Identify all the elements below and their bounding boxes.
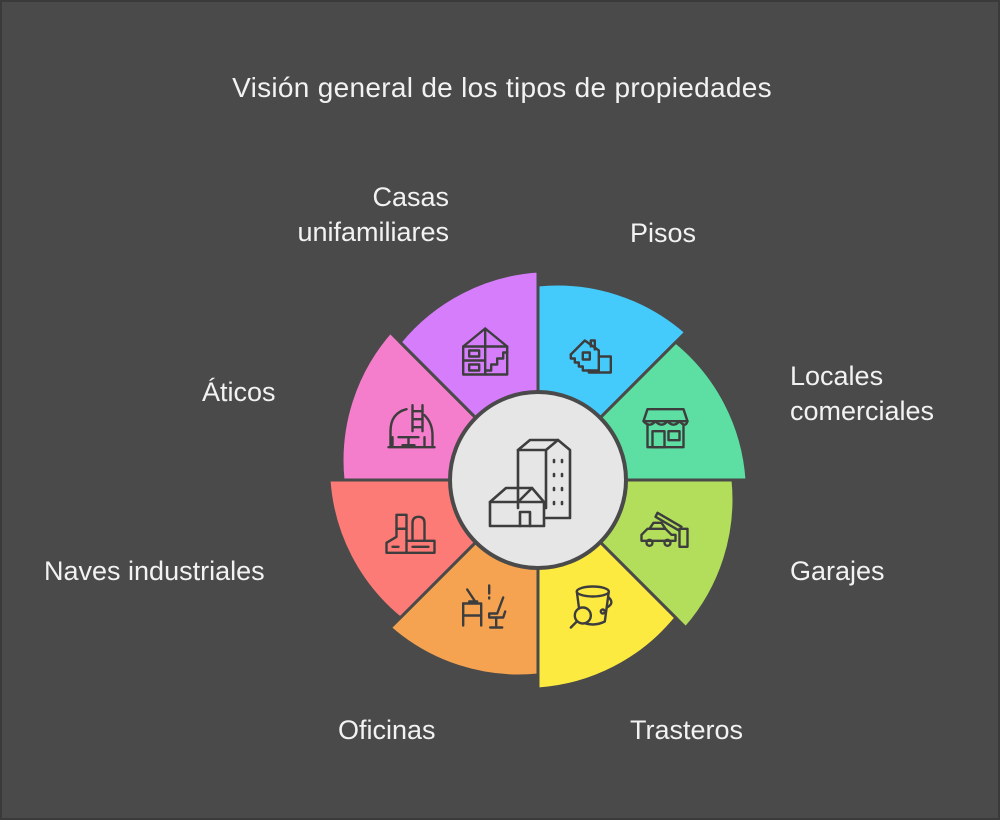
bucket-search-icon [569,585,613,629]
attic-icon [387,403,436,449]
factory-icon [385,513,436,555]
label-oficinas: Oficinas [338,715,436,745]
house-floorplan-icon [461,327,509,376]
label-locales-comerciales: Locales comerciales [790,361,935,426]
label-naves-industriales: Naves industriales [44,556,265,586]
buildings-icon [488,438,572,528]
label-casas-unifamiliares: Casas unifamiliares [297,182,449,247]
label-trasteros: Trasteros [630,715,744,745]
label-aticos: Áticos [202,377,276,407]
house-stairs-icon [569,339,613,374]
label-garajes: Garajes [790,556,885,586]
center-hub [448,390,628,570]
desk-chair-icon [461,584,507,629]
car-barrier-icon [640,511,689,549]
label-pisos: Pisos [630,218,697,248]
shop-icon [642,407,689,449]
diagram-title: Visión general de los tipos de propiedad… [232,72,772,103]
